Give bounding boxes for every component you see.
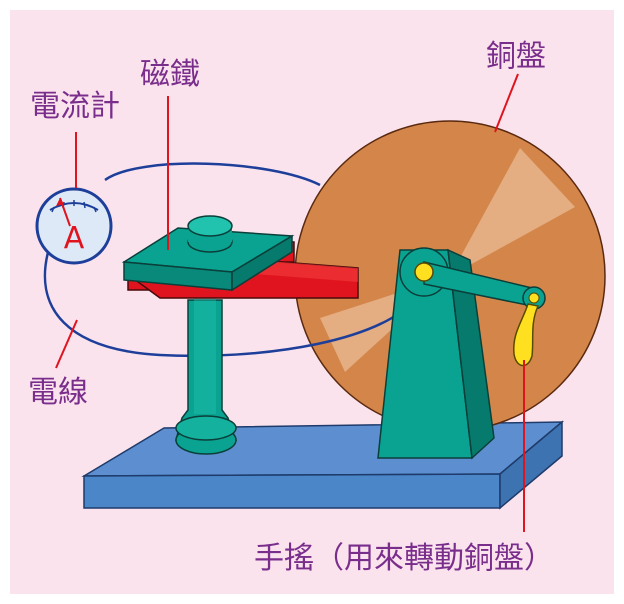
label-ammeter: 電流計 [30, 89, 120, 124]
wire-leader-line [55, 319, 78, 369]
wire-top-segment [104, 162, 321, 187]
label-wire: 電線 [28, 375, 88, 410]
magnet-clamp [121, 215, 295, 292]
ammeter-dial-letter: A [64, 221, 85, 256]
disc-stand [377, 247, 495, 460]
ammeter: A [35, 187, 113, 265]
wire-bottom-segment [43, 244, 430, 358]
label-magnet: 磁鐵 [140, 57, 200, 92]
magnet-stand [175, 296, 238, 455]
label-copper-disc: 銅盤 [486, 39, 546, 74]
label-handle: 手搖（用來轉動銅盤） [254, 541, 554, 576]
copper-disc-leader-line [494, 73, 519, 133]
